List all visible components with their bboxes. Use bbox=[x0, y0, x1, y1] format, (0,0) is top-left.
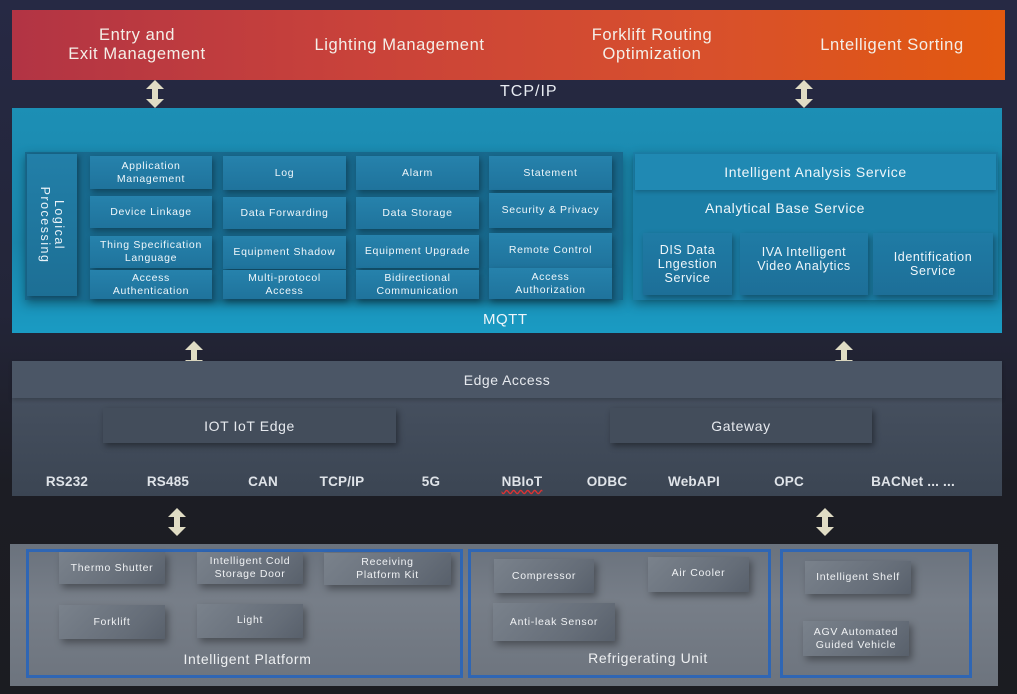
bidirectional-arrow-icon bbox=[167, 508, 187, 536]
protocol-rs485: RS485 bbox=[146, 474, 190, 489]
gateway-box: Gateway bbox=[610, 408, 872, 443]
tile-statement: Statement bbox=[489, 156, 612, 190]
application-layer: Entry and Exit Management Lighting Manag… bbox=[12, 10, 1005, 80]
intelligent-platform-label: Intelligent Platform bbox=[183, 651, 312, 667]
tile-application-management: Application Management bbox=[90, 156, 212, 189]
tile-multi-protocol-access: Multi-protocol Access bbox=[223, 270, 346, 299]
tile-bidirectional-communication: Bidirectional Communication bbox=[356, 270, 479, 299]
protocol-5g: 5G bbox=[421, 474, 441, 489]
logical-processing-tile: Logical Processing bbox=[27, 154, 77, 296]
refrigerating-unit-label: Refrigerating Unit bbox=[588, 650, 708, 666]
group-refrigerating-unit bbox=[468, 549, 771, 678]
tile-alarm: Alarm bbox=[356, 156, 479, 190]
device-receiving-platform-kit: Receiving Platform Kit bbox=[324, 553, 451, 585]
device-compressor: Compressor bbox=[494, 559, 594, 593]
tile-security-privacy: Security & Privacy bbox=[489, 193, 612, 228]
tile-equipment-upgrade: Equipment Upgrade bbox=[356, 235, 479, 268]
tile-device-linkage: Device Linkage bbox=[90, 196, 212, 228]
protocol-opc: OPC bbox=[774, 474, 804, 489]
group-intelligent-platform bbox=[26, 549, 463, 678]
intelligent-analysis-service: Intelligent Analysis Service bbox=[635, 154, 996, 190]
tile-thing-specification-language: Thing Specification Language bbox=[90, 236, 212, 268]
protocol-rs232: RS232 bbox=[45, 474, 89, 489]
protocol-nbiot: NBIoT bbox=[501, 474, 543, 489]
device-agv: AGV Automated Guided Vehicle bbox=[803, 621, 909, 656]
service-iva-video-analytics: IVA Intelligent Video Analytics bbox=[740, 233, 868, 295]
device-air-cooler: Air Cooler bbox=[648, 557, 749, 592]
protocol-can: CAN bbox=[248, 474, 278, 489]
analytical-base-service-label: Analytical Base Service bbox=[704, 200, 866, 216]
service-identification: Identification Service bbox=[873, 233, 993, 295]
tile-remote-control: Remote Control bbox=[489, 233, 612, 268]
edge-access-header: Edge Access bbox=[12, 361, 1002, 398]
device-intelligent-shelf: Intelligent Shelf bbox=[805, 561, 911, 594]
tile-equipment-shadow: Equipment Shadow bbox=[223, 236, 346, 269]
device-thermo-shutter: Thermo Shutter bbox=[59, 552, 165, 584]
service-dis-data-ingestion: DIS Data Lngestion Service bbox=[643, 233, 732, 295]
device-cold-storage-door: Intelligent Cold Storage Door bbox=[197, 552, 303, 584]
app-intelligent-sorting: Lntelligent Sorting bbox=[820, 35, 964, 54]
tile-access-authentication: Access Authentication bbox=[90, 270, 212, 299]
logical-processing-label: Logical Processing bbox=[38, 186, 66, 264]
tcp-ip-label: TCP/IP bbox=[500, 83, 558, 100]
protocol-bacnet: BACNet ... ... bbox=[871, 474, 955, 489]
tile-log: Log bbox=[223, 156, 346, 190]
bidirectional-arrow-icon bbox=[794, 80, 814, 108]
app-lighting-management: Lighting Management bbox=[314, 35, 485, 54]
protocol-odbc: ODBC bbox=[586, 474, 628, 489]
device-forklift: Forklift bbox=[59, 605, 165, 639]
mqtt-label: MQTT bbox=[483, 311, 528, 328]
group-storage-equipment bbox=[780, 549, 972, 678]
device-light: Light bbox=[197, 604, 303, 638]
tile-data-storage: Data Storage bbox=[356, 197, 479, 229]
protocol-tcp-ip: TCP/IP bbox=[319, 474, 365, 489]
protocol-webapi: WebAPI bbox=[668, 474, 720, 489]
app-entry-exit-management: Entry and Exit Management bbox=[68, 26, 206, 63]
iot-edge-box: IOT IoT Edge bbox=[103, 408, 396, 443]
bidirectional-arrow-icon bbox=[145, 80, 165, 108]
app-forklift-routing: Forklift Routing Optimization bbox=[591, 26, 713, 63]
tile-access-authorization: Access Authorization bbox=[489, 268, 612, 299]
device-anti-leak-sensor: Anti-leak Sensor bbox=[493, 603, 615, 641]
tile-data-forwarding: Data Forwarding bbox=[223, 197, 346, 229]
bidirectional-arrow-icon bbox=[815, 508, 835, 536]
